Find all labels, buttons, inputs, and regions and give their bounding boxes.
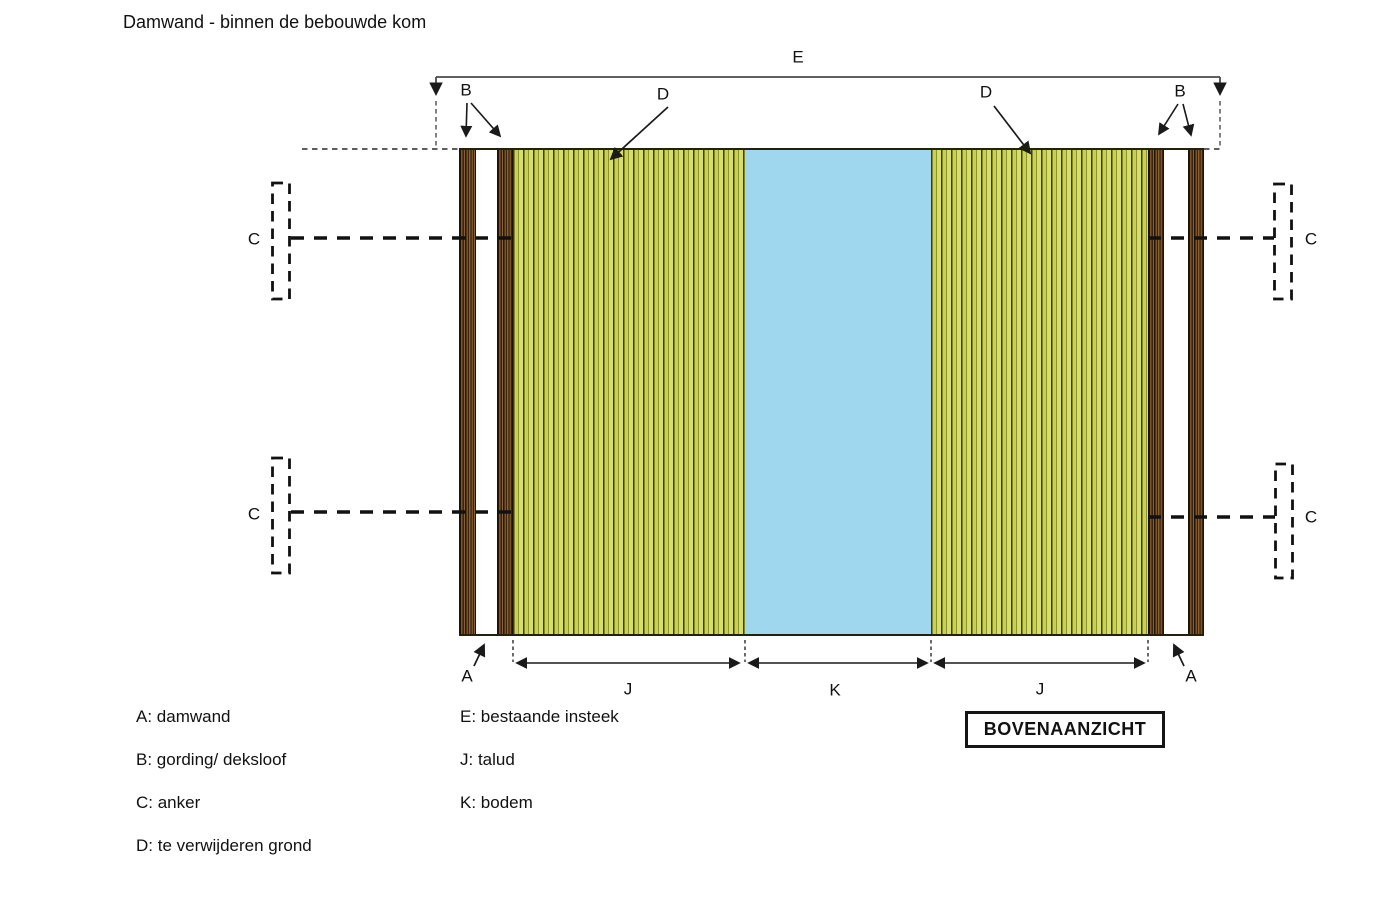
talud-left-area xyxy=(513,150,745,636)
label-c-lower-left: C xyxy=(247,504,261,524)
legend-d-grond: D: te verwijderen grond xyxy=(136,836,312,855)
label-b-left: B xyxy=(460,80,472,100)
label-dim-j-left: J xyxy=(623,679,633,699)
b-left-leader-arrows xyxy=(460,102,502,138)
label-c-upper-right: C xyxy=(1304,229,1318,249)
label-b-right: B xyxy=(1174,81,1186,101)
anchor-plate-upper-left xyxy=(271,181,291,301)
label-dim-j-right: J xyxy=(1035,679,1045,699)
legend-k-bodem: K: bodem xyxy=(460,793,533,812)
legend-c-anker: C: anker xyxy=(136,793,201,812)
sheet-pile-left-outer xyxy=(459,150,476,636)
dimension-ticks xyxy=(512,640,1149,662)
label-c-upper-left: C xyxy=(247,229,261,249)
e-dimension-bracket xyxy=(429,76,1227,148)
legend-j-talud: J: talud xyxy=(460,750,515,769)
anchor-plate-upper-right xyxy=(1273,182,1293,301)
page-title: Damwand - binnen de bebouwde kom xyxy=(123,12,427,32)
view-label: BOVENAANZICHT xyxy=(983,719,1147,739)
a-left-leader-arrow xyxy=(473,643,486,667)
a-right-leader-arrow xyxy=(1172,643,1185,667)
sheet-pile-right-outer xyxy=(1188,150,1204,636)
plan-bottom-edge xyxy=(459,634,1204,636)
label-e: E xyxy=(792,47,804,67)
label-c-lower-right: C xyxy=(1304,507,1318,527)
anchor-plate-lower-right xyxy=(1274,462,1294,580)
legend-e-insteek: E: bestaande insteek xyxy=(460,707,619,726)
d-right-leader-arrow xyxy=(993,105,1032,155)
sheet-pile-right-inner xyxy=(1148,150,1164,636)
b-right-leader-arrows xyxy=(1158,103,1195,137)
anchor-plate-lower-left xyxy=(271,456,291,575)
label-a-right: A xyxy=(1185,666,1197,686)
legend-b-gording: B: gording/ deksloof xyxy=(136,750,287,769)
label-a-left: A xyxy=(461,666,473,686)
label-dim-k: K xyxy=(829,680,841,700)
bodem-area xyxy=(745,150,931,636)
plan-top-edge xyxy=(459,148,1204,150)
talud-right-area xyxy=(931,150,1148,636)
label-d-right: D xyxy=(979,82,993,102)
view-label-box: BOVENAANZICHT xyxy=(965,711,1165,748)
legend-a-damwand: A: damwand xyxy=(136,707,231,726)
sheet-pile-left-inner xyxy=(497,150,513,636)
label-d-left: D xyxy=(656,84,670,104)
